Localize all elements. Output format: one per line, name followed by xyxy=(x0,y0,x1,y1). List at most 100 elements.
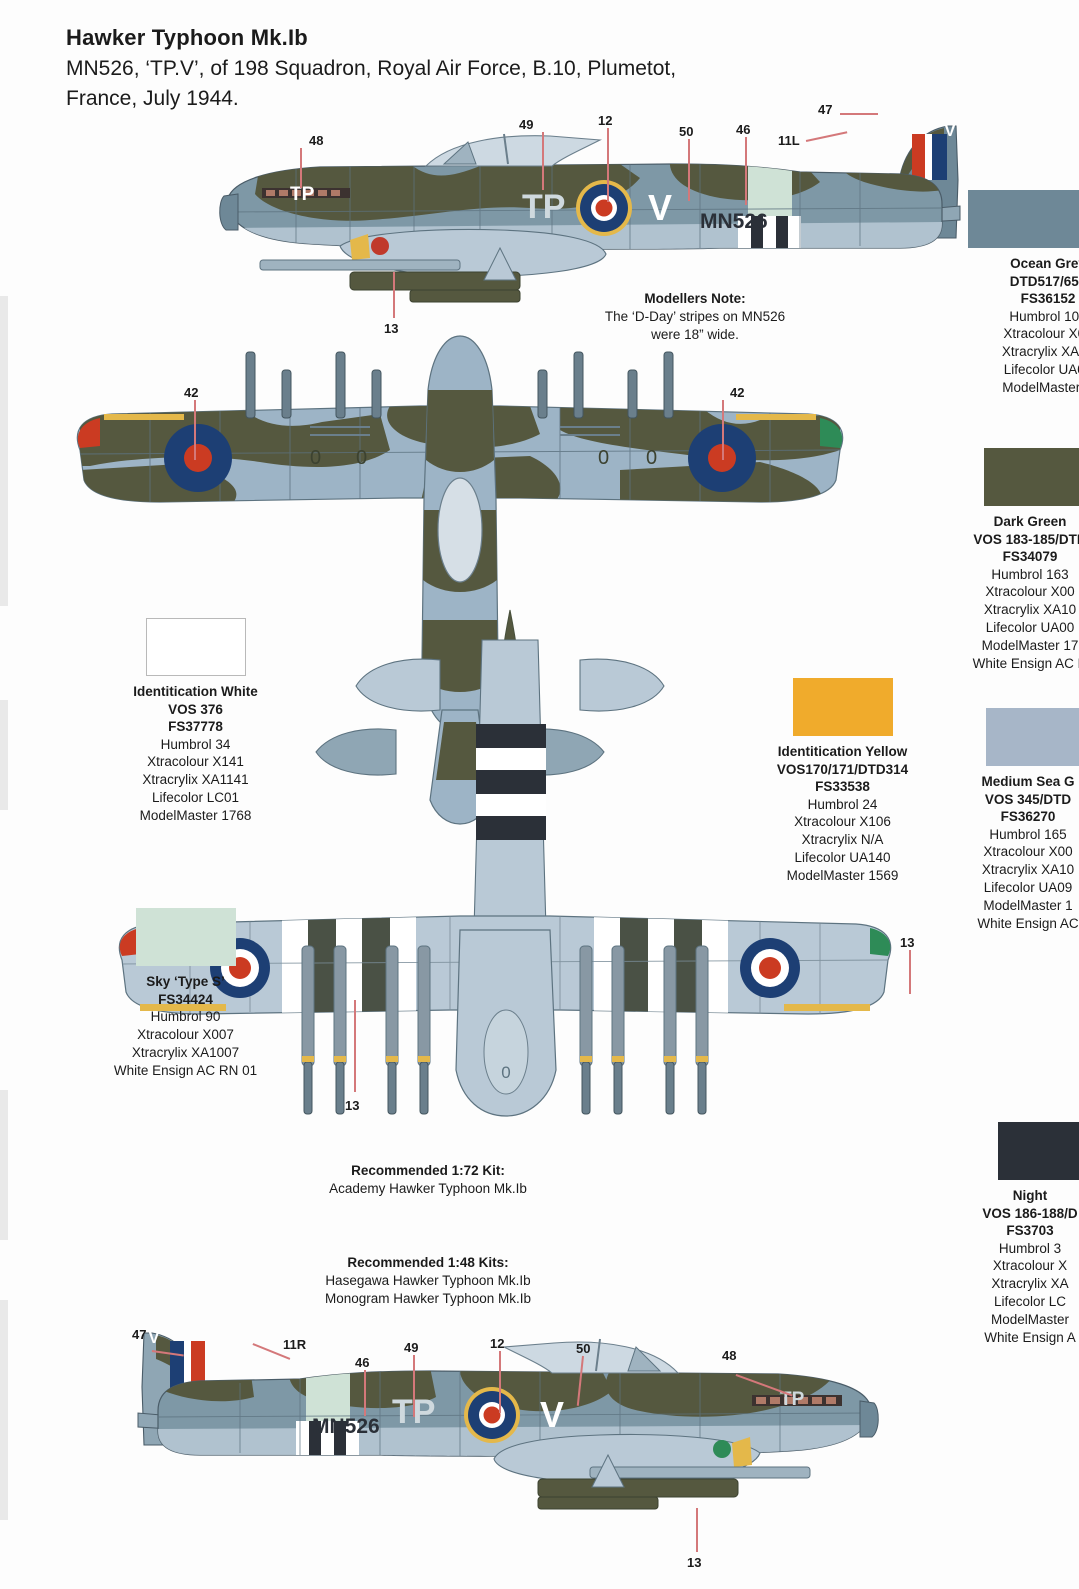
scan-edge-artifact xyxy=(0,296,8,606)
callout-50-top: 50 xyxy=(679,124,694,139)
color-spec-1: VOS 345/DTD xyxy=(984,791,1072,807)
page-title: Hawker Typhoon Mk.Ib MN526, ‘TP.V’, of 1… xyxy=(66,24,686,112)
individual-letter-v-bottom: V xyxy=(540,1394,564,1435)
nav-light-port-under xyxy=(119,928,140,956)
color-brand: Humbrol 3 xyxy=(998,1240,1062,1256)
color-block-ocean-grey: Ocean Grey DTD517/658 FS36152 Humbrol 10… xyxy=(968,190,1079,397)
camo-fuselage-plan-1 xyxy=(426,390,494,472)
rocket-projectiles-bottom xyxy=(537,1478,739,1498)
camo-wing-left-1 xyxy=(80,406,390,467)
aerial-mast xyxy=(503,133,509,165)
color-brand: ModelMaster 1768 xyxy=(139,807,252,823)
color-brand: Xtracolour X00 xyxy=(985,584,1075,600)
callout-11l-top: 11L xyxy=(778,133,800,148)
color-brand: Humbrol 163 xyxy=(991,566,1069,582)
modellers-note: Modellers Note: The ‘D-Day’ stripes on M… xyxy=(570,290,820,343)
exhaust-stubs-bottom xyxy=(752,1395,842,1406)
fuselage-roundel xyxy=(576,180,632,236)
color-spec-2: FS34079 xyxy=(1002,549,1058,565)
leader-49-bottom xyxy=(413,1355,415,1417)
color-swatch-dark-green xyxy=(984,448,1079,506)
color-name: Sky ‘Type S’ xyxy=(146,974,225,989)
undercarriage-fairing-bottom xyxy=(591,1453,625,1488)
color-spec-2: FS36152 xyxy=(1020,291,1076,307)
stencil-0-underside: 0 xyxy=(501,1063,510,1082)
nav-light-starboard xyxy=(820,418,843,448)
color-brand: White Ensign A xyxy=(984,1329,1076,1345)
windscreen-bottom xyxy=(627,1346,662,1372)
modellers-note-line1: The ‘D-Day’ stripes on MN526 xyxy=(604,308,786,324)
rocket-rails-bottom xyxy=(589,1466,811,1479)
color-brand: Xtracrylix XA1141 xyxy=(142,772,249,788)
callout-13-plan-left: 13 xyxy=(345,1098,360,1113)
spinner xyxy=(219,193,239,231)
radiator-intake-bottom xyxy=(713,1440,731,1458)
color-brand: Xtracrylix XA10 xyxy=(1001,344,1079,360)
color-block-dark-green: Dark Green VOS 183-185/DTD FS34079 Humbr… xyxy=(930,448,1079,673)
rocket-projectiles-starboard xyxy=(579,945,709,1115)
leader-42-left xyxy=(194,400,196,460)
underwing-roundel-starboard xyxy=(740,938,800,998)
aircraft-side-profile-bottom: V xyxy=(130,1325,910,1555)
scan-edge-artifact xyxy=(0,700,8,810)
dday-stripe-white-b xyxy=(296,1421,309,1457)
kit48-item: Hasegawa Hawker Typhoon Mk.Ib xyxy=(325,1272,531,1288)
leader-13-plan-left xyxy=(354,1000,356,1092)
leader-13-top xyxy=(393,272,395,318)
color-block-identification-white: Identitication White VOS 376 FS37778 Hum… xyxy=(88,618,303,825)
rocket-projectiles-port xyxy=(301,945,431,1115)
fin-letter-v-bottom: V xyxy=(149,1330,160,1347)
color-brand: Xtracolour X007 xyxy=(137,1026,234,1042)
color-brand: Humbrol 90 xyxy=(150,1009,221,1025)
kit48-heading: Recommended 1:48 Kits: xyxy=(347,1255,509,1270)
color-brand: White Ensign AC xyxy=(977,915,1079,931)
leader-47-top xyxy=(840,113,878,115)
color-brand: Xtracolour X141 xyxy=(147,754,244,770)
color-brand: ModelMaster 1569 xyxy=(786,867,899,883)
color-block-night: Night VOS 186-188/D FS3703 Humbrol 3 Xtr… xyxy=(930,1122,1079,1347)
color-brand: Humbrol 34 xyxy=(160,736,231,752)
callout-42-left: 42 xyxy=(184,385,199,400)
leader-12-top xyxy=(607,128,609,202)
dday-stripe-white xyxy=(763,216,776,250)
fin-flash-blue xyxy=(932,134,947,180)
aerial-mast-bottom xyxy=(595,1338,601,1372)
aircraft-plan-view-lower: 0 xyxy=(110,600,900,1190)
callout-47-bottom: 47 xyxy=(132,1327,147,1342)
color-brand: Lifecolor LC xyxy=(993,1294,1067,1310)
callout-13-top: 13 xyxy=(384,321,399,336)
canopy-plan xyxy=(437,477,483,583)
color-spec-1: VOS170/171/DTD314 xyxy=(776,761,909,777)
leading-edge-id-strip-port xyxy=(104,414,184,420)
fin-flash-white-bottom xyxy=(184,1341,191,1389)
color-swatch-sky-type-s xyxy=(135,908,236,966)
radiator-trim xyxy=(350,234,370,260)
dday-stripe-white xyxy=(738,216,751,250)
rocket-rails xyxy=(259,259,461,271)
color-block-sky-type-s: Sky ‘Type S’ FS34424 Humbrol 90 Xtracolo… xyxy=(78,908,293,1079)
leader-12-bottom xyxy=(499,1351,501,1413)
color-spec-2: FS37778 xyxy=(168,719,223,735)
color-spec-1: DTD517/658 xyxy=(1009,273,1079,289)
color-swatch-medium-sea-grey xyxy=(986,708,1079,766)
color-brand: ModelMaster N xyxy=(1002,379,1079,395)
stencil-0: 0 xyxy=(310,447,321,469)
color-name: Identitication Yellow xyxy=(777,744,908,759)
color-swatch-night xyxy=(998,1122,1079,1180)
aircraft-side-profile-top: V xyxy=(200,120,961,320)
modellers-note-heading: Modellers Note: xyxy=(644,291,746,306)
color-brand: White Ensign AC RN 01 xyxy=(113,1062,258,1078)
recommended-kit-72: Recommended 1:72 Kit: Academy Hawker Typ… xyxy=(268,1162,588,1198)
aircraft-type-title: Hawker Typhoon Mk.Ib xyxy=(66,25,308,50)
color-brand: Xtracrylix XA1007 xyxy=(131,1044,240,1060)
callout-13-plan-right: 13 xyxy=(900,935,915,950)
dday-stripe-white-b xyxy=(321,1421,334,1457)
fin-flash-red-bottom xyxy=(191,1341,205,1389)
scan-edge-artifact xyxy=(0,1090,8,1240)
fin-letter-v: V xyxy=(945,123,956,140)
serial-number-bottom: MN526 xyxy=(312,1415,380,1438)
scan-edge-artifact xyxy=(0,1300,8,1520)
leader-13-plan-right xyxy=(909,950,911,994)
dday-stripe-white xyxy=(788,216,801,250)
